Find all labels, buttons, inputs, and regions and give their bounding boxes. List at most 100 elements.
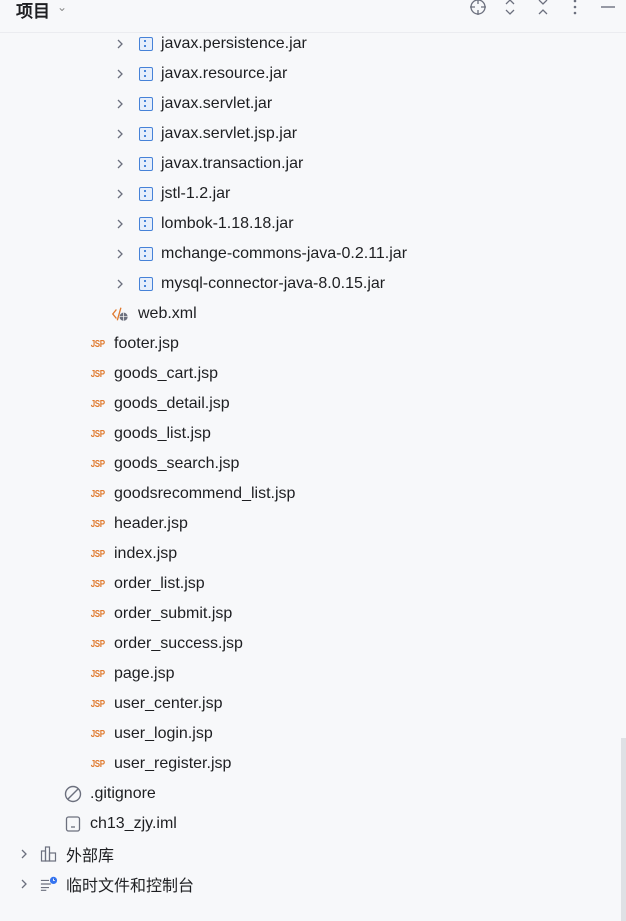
hide-icon[interactable] [598, 0, 618, 21]
tree-item-external-libraries[interactable]: 外部库 [0, 839, 618, 869]
tree-item-order-submit-jsp[interactable]: JSP order_submit.jsp [0, 599, 618, 629]
tree-item-gitignore[interactable]: .gitignore [0, 779, 618, 809]
jsp-file-icon: JSP [91, 728, 105, 740]
tree-item-label: javax.servlet.jsp.jar [161, 125, 298, 142]
tree-item-scratches-and-consoles[interactable]: 临时文件和控制台 [0, 869, 618, 899]
chevron-right-icon[interactable] [116, 189, 126, 199]
tree-item-label: mysql-connector-java-8.0.15.jar [161, 275, 386, 292]
tree-item-label: goods_list.jsp [114, 425, 211, 442]
jsp-file-icon: JSP [91, 518, 105, 530]
tree-item-label: ch13_zjy.iml [90, 815, 177, 832]
tree-item-label: lombok-1.18.18.jar [161, 215, 294, 232]
tree-item-footer-jsp[interactable]: JSP footer.jsp [0, 329, 618, 359]
chevron-right-icon[interactable] [116, 279, 126, 289]
tree-item-javax-servlet-jsp-jar[interactable]: javax.servlet.jsp.jar [0, 119, 618, 149]
tree-item-label: user_login.jsp [114, 725, 213, 742]
jsp-file-icon: JSP [91, 638, 105, 650]
chevron-right-icon[interactable] [20, 849, 30, 859]
jsp-file-icon: JSP [91, 698, 105, 710]
tree-item-order-success-jsp[interactable]: JSP order_success.jsp [0, 629, 618, 659]
tree-item-mchange-commons-java-0-2-11-jar[interactable]: mchange-commons-java-0.2.11.jar [0, 239, 618, 269]
chevron-right-icon[interactable] [116, 129, 126, 139]
tree-item-label: page.jsp [114, 665, 175, 682]
more-icon[interactable] [565, 0, 585, 21]
tree-item-lombok-1-18-18-jar[interactable]: lombok-1.18.18.jar [0, 209, 618, 239]
tree-item-javax-servlet-jar[interactable]: javax.servlet.jar [0, 89, 618, 119]
tree-item-label: javax.servlet.jar [161, 95, 273, 112]
tree-item-label: goods_cart.jsp [114, 365, 219, 382]
tree-item-web-xml[interactable]: web.xml [0, 299, 618, 329]
jsp-file-icon: JSP [91, 428, 105, 440]
tree-item-label: footer.jsp [114, 335, 179, 352]
chevron-down-icon[interactable]: ⌄ [57, 0, 68, 14]
scrollbar[interactable] [621, 738, 626, 921]
locate-icon[interactable] [468, 0, 488, 21]
jar-file-icon [137, 95, 155, 113]
tree-item-goods-cart-jsp[interactable]: JSP goods_cart.jsp [0, 359, 618, 389]
tree-item-header-jsp[interactable]: JSP header.jsp [0, 509, 618, 539]
collapse-all-icon[interactable] [533, 0, 553, 21]
jsp-file-icon: JSP [91, 578, 105, 590]
tree-item-label: goods_search.jsp [114, 455, 240, 472]
tree-item-label: jstl-1.2.jar [161, 185, 231, 202]
chevron-right-icon[interactable] [116, 99, 126, 109]
project-panel-header: 项目 ⌄ [0, 0, 626, 33]
tree-item-label: header.jsp [114, 515, 188, 532]
tree-item-label: order_submit.jsp [114, 605, 233, 622]
tree-item-ch13-zjy-iml[interactable]: ch13_zjy.iml [0, 809, 618, 839]
jsp-file-icon: JSP [91, 758, 105, 770]
tree-item-label: 外部库 [66, 848, 115, 865]
jsp-file-icon: JSP [91, 668, 105, 680]
tree-item-label: order_success.jsp [114, 635, 243, 652]
tree-item-javax-transaction-jar[interactable]: javax.transaction.jar [0, 149, 618, 179]
tree-item-javax-persistence-jar[interactable]: javax.persistence.jar [0, 29, 618, 59]
tree-item-mysql-connector-java-8-0-15-jar[interactable]: mysql-connector-java-8.0.15.jar [0, 269, 618, 299]
chevron-right-icon[interactable] [116, 249, 126, 259]
tree-item-label: goodsrecommend_list.jsp [114, 485, 296, 502]
iml-file-icon [64, 815, 82, 833]
jar-file-icon [137, 275, 155, 293]
chevron-right-icon[interactable] [116, 159, 126, 169]
panel-title: 项目 [16, 2, 50, 21]
jar-file-icon [137, 215, 155, 233]
tree-item-index-jsp[interactable]: JSP index.jsp [0, 539, 618, 569]
tree-item-user-login-jsp[interactable]: JSP user_login.jsp [0, 719, 618, 749]
chevron-right-icon[interactable] [20, 879, 30, 889]
tree-item-label: mchange-commons-java-0.2.11.jar [161, 245, 408, 262]
chevron-right-icon[interactable] [116, 69, 126, 79]
jar-file-icon [137, 35, 155, 53]
jsp-file-icon: JSP [91, 488, 105, 500]
tree-item-label: user_register.jsp [114, 755, 232, 772]
tree-item-goods-list-jsp[interactable]: JSP goods_list.jsp [0, 419, 618, 449]
jsp-file-icon: JSP [91, 338, 105, 350]
jsp-file-icon: JSP [91, 548, 105, 560]
chevron-right-icon[interactable] [116, 39, 126, 49]
tree-item-label: javax.transaction.jar [161, 155, 304, 172]
tree-item-order-list-jsp[interactable]: JSP order_list.jsp [0, 569, 618, 599]
tree-item-goods-search-jsp[interactable]: JSP goods_search.jsp [0, 449, 618, 479]
tree-item-label: .gitignore [90, 785, 156, 802]
jsp-file-icon: JSP [91, 458, 105, 470]
jar-file-icon [137, 245, 155, 263]
chevron-right-icon[interactable] [116, 219, 126, 229]
expand-all-icon[interactable] [500, 0, 520, 21]
tree-item-javax-resource-jar[interactable]: javax.resource.jar [0, 59, 618, 89]
tree-item-label: web.xml [138, 305, 197, 322]
tree-item-user-register-jsp[interactable]: JSP user_register.jsp [0, 749, 618, 779]
xml-file-icon [111, 305, 129, 323]
tree-item-label: 临时文件和控制台 [66, 878, 195, 895]
library-file-icon [40, 845, 58, 863]
ignore-file-icon [64, 785, 82, 803]
tree-item-goodsrecommend-list-jsp[interactable]: JSP goodsrecommend_list.jsp [0, 479, 618, 509]
tree-item-label: javax.persistence.jar [161, 35, 307, 52]
jsp-file-icon: JSP [91, 608, 105, 620]
tree-item-jstl-1-2-jar[interactable]: jstl-1.2.jar [0, 179, 618, 209]
jar-file-icon [137, 65, 155, 83]
tree-item-page-jsp[interactable]: JSP page.jsp [0, 659, 618, 689]
tree-item-label: order_list.jsp [114, 575, 205, 592]
tree-item-label: index.jsp [114, 545, 178, 562]
jar-file-icon [137, 155, 155, 173]
jsp-file-icon: JSP [91, 368, 105, 380]
